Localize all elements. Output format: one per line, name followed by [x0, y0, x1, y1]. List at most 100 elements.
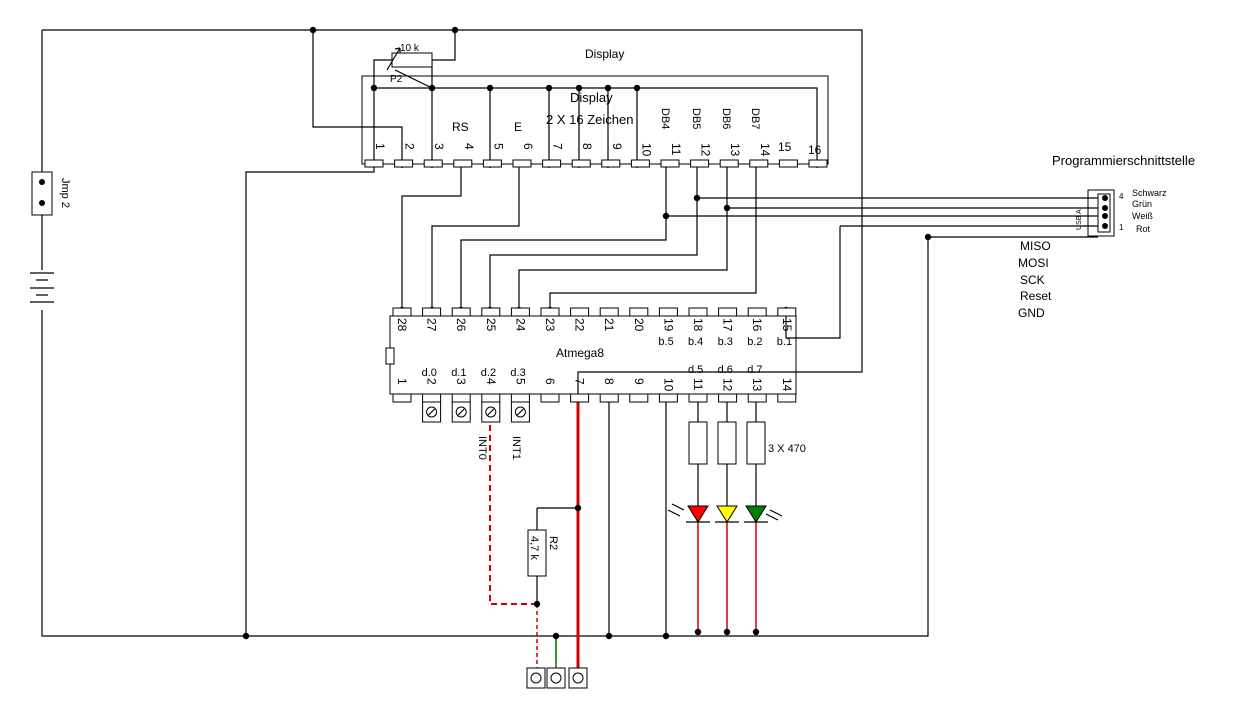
- atmega-bottom-pin-number: 3: [454, 378, 468, 385]
- display-pin-number: 2: [403, 143, 417, 150]
- display-pin-number: 7: [551, 143, 565, 150]
- atmega-top-pin-pad: [451, 307, 471, 317]
- display-pin-pad: [749, 159, 769, 168]
- display-inner-title: Display: [570, 90, 613, 105]
- atmega-port-label: b.1: [777, 336, 792, 348]
- wire-color-0: Schwarz: [1132, 188, 1167, 198]
- display-pin-pad: [778, 159, 798, 168]
- atmega-port-label: d.1: [451, 367, 466, 379]
- display-pin-pad: [630, 159, 650, 168]
- atmega-top-pin-pad: [422, 307, 442, 317]
- atmega-bottom-pin-number: 14: [780, 378, 794, 392]
- display-label-16: 16: [808, 143, 822, 157]
- display-pin-pad: [512, 159, 532, 168]
- atmega-top-pin-number: 28: [395, 318, 409, 332]
- atmega-bottom-pin-number: 5: [513, 378, 527, 385]
- display-label-db4: DB4: [659, 108, 671, 129]
- display-label-rs: RS: [452, 120, 469, 134]
- pot-value: 10 k: [400, 43, 420, 54]
- display-pin-number: 5: [491, 143, 505, 150]
- atmega-top-pin-number: 25: [484, 318, 498, 332]
- atmega-top-pin-pad: [570, 307, 590, 317]
- lcd-display: Display Display 2 X 16 Zeichen RS E DB4 …: [361, 47, 829, 168]
- atmega-bottom-pin-pad: [540, 393, 560, 403]
- atmega-top-pin-number: 17: [721, 318, 735, 332]
- led-arrow-icon: [765, 509, 783, 521]
- screw-icon: [485, 406, 497, 418]
- atmega-bottom-pin-pad: [629, 393, 649, 403]
- atmega-port-label: b.3: [718, 336, 733, 348]
- atmega-top-pin-number: 18: [691, 318, 705, 332]
- signal-gnd: GND: [1018, 306, 1045, 320]
- display-pin-number: 10: [639, 143, 653, 157]
- atmega-top-pin-number: 21: [602, 318, 616, 332]
- atmega-bottom-pin-pad: [747, 393, 767, 403]
- atmega-bottom-pin-number: 7: [573, 378, 587, 385]
- atmega-top-pin-number: 16: [750, 318, 764, 332]
- display-pin-number: 11: [669, 143, 683, 156]
- atmega-port-label: d.5: [688, 364, 703, 376]
- atmega-label: Atmega8: [556, 346, 604, 360]
- wire-color-3: Rot: [1136, 224, 1151, 234]
- atmega-port-label: d.0: [422, 367, 437, 379]
- atmega-bottom-port-labels: d.0 d.1 d.2 d.3 d.5 d.6 d.7: [422, 364, 763, 379]
- screw-icon: [426, 406, 438, 418]
- display-pin-pad: [423, 159, 443, 168]
- atmega-top-pin-pad: [747, 307, 767, 317]
- resistor-array-label: 3 X 470: [768, 443, 806, 455]
- atmega-top-pin-number: 22: [573, 318, 587, 332]
- signal-mosi: MOSI: [1018, 256, 1049, 270]
- atmega-top-pin-pad: [629, 307, 649, 317]
- atmega-top-pin-number: 26: [454, 318, 468, 332]
- red-wires: [489, 398, 757, 675]
- atmega-port-label: d.2: [481, 367, 496, 379]
- atmega-bottom-pin-pad: [392, 393, 412, 403]
- bottom-connector: [526, 667, 588, 689]
- atmega-bottom-pin-pad: [510, 393, 530, 403]
- display-pin-number: 9: [610, 143, 624, 150]
- atmega-port-label: d.7: [747, 364, 762, 376]
- display-pin-number: 14: [758, 143, 772, 157]
- int1-label: INT1: [510, 436, 522, 460]
- display-label-15: 15: [778, 140, 792, 154]
- screw-icon: [514, 406, 526, 418]
- atmega-port-label: d.6: [718, 364, 733, 376]
- led-red: [687, 505, 709, 523]
- atmega-top-pin-number: 15: [780, 318, 794, 332]
- display-pin-pad: [601, 159, 621, 168]
- display-pin-pad: [690, 159, 710, 168]
- atmega-bottom-pin-pad: [422, 393, 442, 403]
- atmega-top-pin-number: 19: [661, 318, 675, 332]
- atmega-bottom-pin-pad: [481, 393, 501, 403]
- display-pin-number: 3: [432, 143, 446, 150]
- atmega-port-label: d.3: [510, 367, 525, 379]
- display-pin-number: 4: [462, 143, 476, 150]
- display-subtitle: 2 X 16 Zeichen: [546, 112, 633, 127]
- screw-terminals: [422, 401, 530, 423]
- atmega-top-pin-pad: [510, 307, 530, 317]
- prog-connector-label: USB A: [1076, 209, 1083, 230]
- programming-interface: Programmierschnittstelle USB A 4 1 Schwa…: [1018, 153, 1195, 320]
- display-pin-pad: [542, 159, 562, 168]
- atmega-bottom-pin-pad: [658, 393, 678, 403]
- screw-slot: [516, 408, 524, 416]
- atmega-bottom-pin-pad: [718, 393, 738, 403]
- atmega-bottom-pin-number: 8: [602, 378, 616, 385]
- atmega-port-label: b.5: [658, 336, 673, 348]
- atmega-bottom-pin-pad: [777, 393, 797, 403]
- display-pin-number: 13: [728, 143, 742, 157]
- led-yellow: [716, 505, 738, 523]
- atmega-bottom-pin-number: 6: [543, 378, 557, 385]
- atmega-bottom-pin-number: 1: [395, 378, 409, 385]
- display-pin-number: 12: [699, 143, 713, 157]
- atmega-top-pin-pad: [481, 307, 501, 317]
- atmega-top-pin-pad: [658, 307, 678, 317]
- atmega-top-pin-pad: [718, 307, 738, 317]
- atmega-bottom-pin-pad: [599, 393, 619, 403]
- jumper-label: Jmp 2: [59, 178, 71, 208]
- atmega-port-label: b.2: [747, 336, 762, 348]
